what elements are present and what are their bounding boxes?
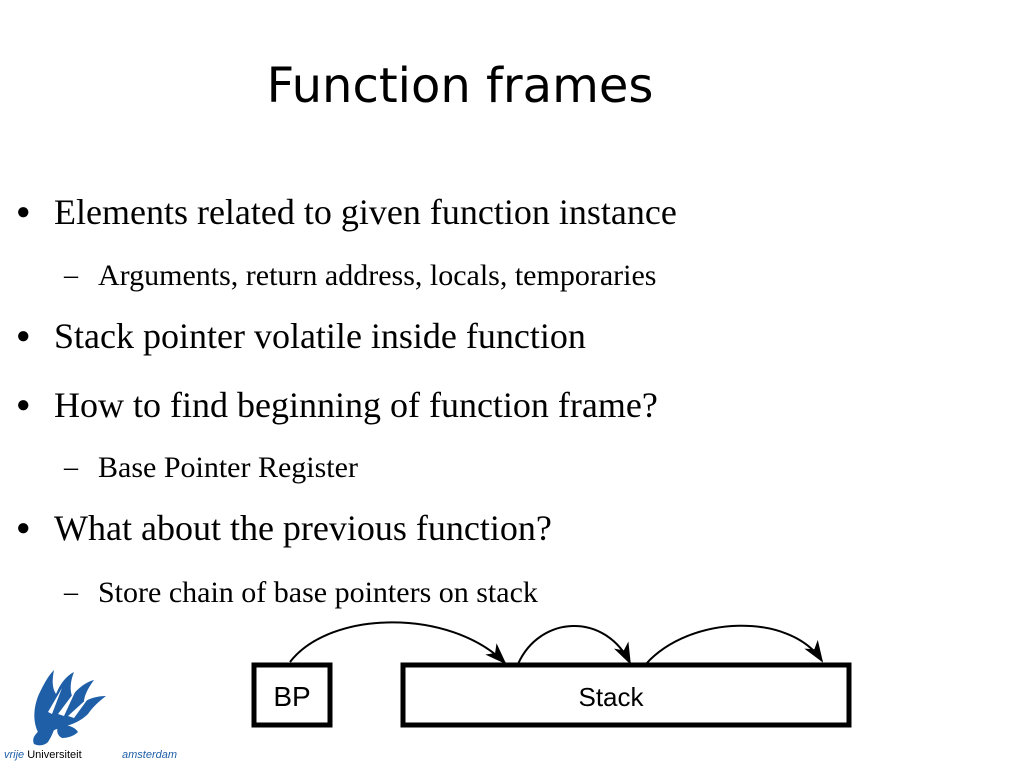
bullet-text: How to find beginning of function frame? xyxy=(54,385,658,425)
chain-arrow xyxy=(645,624,824,665)
bullet-text: Elements related to given function insta… xyxy=(54,192,677,232)
sub-bullet-marker: – xyxy=(64,452,78,483)
bullet-marker: ● xyxy=(16,392,31,418)
bp-box xyxy=(251,662,333,728)
bp-label: BP xyxy=(273,681,310,712)
university-name: vrije Universiteit xyxy=(4,748,82,762)
logo-amsterdam: amsterdam xyxy=(122,749,178,761)
logo-vrije: vrije xyxy=(4,749,25,761)
university-logo: vrije Universiteit amsterdam xyxy=(0,660,200,767)
sub-bullet-text: Store chain of base pointers on stack xyxy=(98,576,538,609)
bullet-marker: ● xyxy=(16,199,31,225)
bullet-text: What about the previous function? xyxy=(54,508,552,548)
stack-label: Stack xyxy=(578,682,644,712)
stack-box xyxy=(400,662,852,728)
sub-bullet-text: Base Pointer Register xyxy=(98,451,358,484)
bullet-text: Stack pointer volatile inside function xyxy=(54,316,586,356)
sub-bullet-marker: – xyxy=(64,577,78,608)
chain-arrow xyxy=(517,625,631,665)
sub-bullet-text: Arguments, return address, locals, tempo… xyxy=(98,259,657,292)
griffin-icon xyxy=(33,670,106,746)
chain-arrow xyxy=(289,621,507,665)
bullet-marker: ● xyxy=(16,323,31,349)
slide-title: Function frames xyxy=(266,58,654,114)
sub-bullet-marker: – xyxy=(64,260,78,291)
logo-universiteit: Universiteit xyxy=(24,749,82,761)
bullet-marker: ● xyxy=(16,515,31,541)
